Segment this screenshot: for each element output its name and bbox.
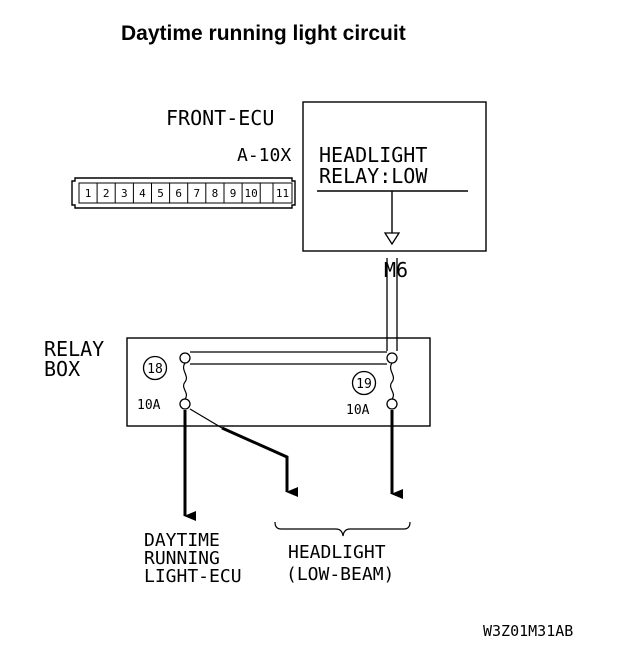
fuse-18-rating: 10A: [137, 398, 161, 413]
front-ecu-label: FRONT-ECU: [166, 106, 274, 130]
fuse-18-number: 18: [147, 362, 163, 377]
fuse-19-rating: 10A: [346, 403, 370, 418]
connector-pin-4: 4: [139, 187, 146, 200]
connector-pin-5: 5: [157, 187, 164, 200]
output-terminal-triangle-icon: [383, 232, 401, 246]
connector-pin-3: 3: [121, 187, 128, 200]
drl-ecu-label-line1: DAYTIME: [144, 530, 220, 551]
connector-a10x: 1 2 3 4 5 6 7 8 9 10 11: [71, 177, 296, 209]
wire-thin-link: [189, 408, 223, 429]
relay-box: [126, 337, 431, 427]
figure-code: W3Z01M31AB: [483, 622, 573, 640]
connector-pin-8: 8: [212, 187, 219, 200]
relay-box-label-line1: RELAY: [44, 337, 104, 361]
fuse-18: 18 10A: [137, 352, 191, 413]
connector-pin-2: 2: [103, 187, 110, 200]
connector-pin-11: 11: [276, 187, 289, 200]
headlight-relay-label-line2: RELAY:LOW: [319, 164, 428, 188]
headlight-label-line2: (LOW-BEAM): [286, 564, 394, 585]
connector-pin-9: 9: [230, 187, 237, 200]
connector-pin-7: 7: [193, 187, 200, 200]
diagram-title: Daytime running light circuit: [121, 22, 406, 45]
relay-box-label-line2: BOX: [44, 357, 80, 381]
drl-ecu-label-line2: RUNNING: [144, 548, 220, 569]
connector-pin-1: 1: [85, 187, 92, 200]
fuse-19: 19 10A: [346, 352, 398, 418]
harness-code: M6: [384, 258, 408, 282]
drl-ecu-label-line3: LIGHT-ECU: [144, 566, 242, 587]
headlight-brace: [274, 521, 411, 537]
wire-to-headlight: [221, 426, 298, 497]
fuse-19-number: 19: [356, 377, 372, 392]
headlight-label-line1: HEADLIGHT: [288, 542, 386, 563]
front-ecu-box: [302, 101, 487, 252]
connector-code: A-10X: [237, 145, 291, 166]
connector-pin-10: 10: [244, 187, 257, 200]
connector-pin-6: 6: [175, 187, 182, 200]
headlight-relay-label-line1: HEADLIGHT: [319, 143, 427, 167]
